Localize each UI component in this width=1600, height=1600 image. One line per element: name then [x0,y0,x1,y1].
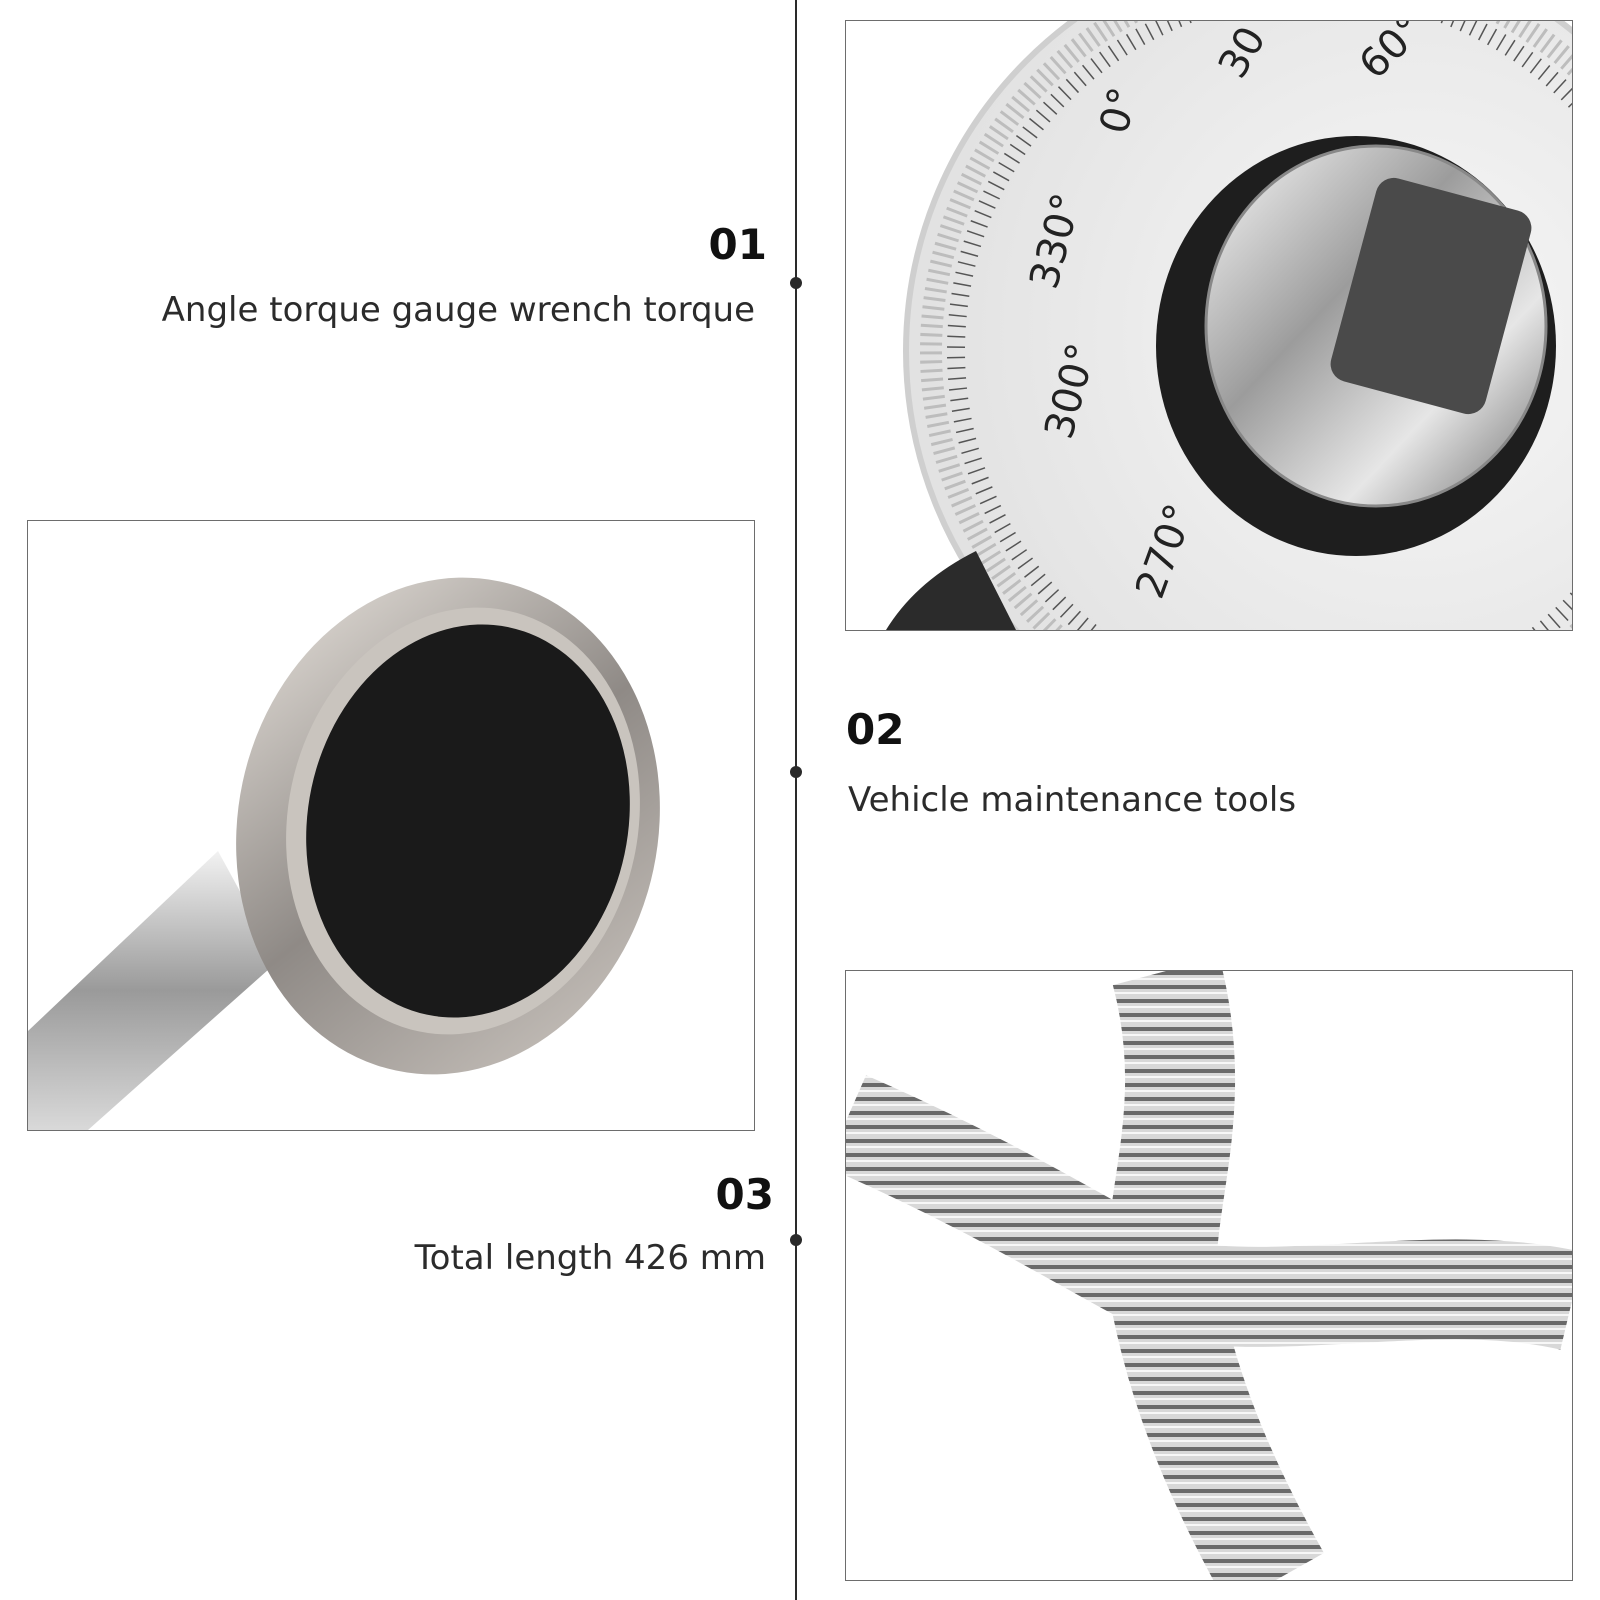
angle-gauge-dial-illustration: 0° 30 60° 330° 300° 270° [886,21,1572,630]
feature-number-01: 01 [708,220,767,269]
feature-number-03: 03 [715,1170,774,1219]
handle-shadow [886,551,1016,630]
timeline-line [795,0,797,1600]
feature-text-01: Angle torque gauge wrench torque [161,290,755,330]
feature-number-02: 02 [846,705,905,754]
magnet-shaft [28,851,278,1130]
magnetic-base-photo [27,520,755,1131]
timeline-dot-2 [790,766,802,778]
timeline-dot-3 [790,1234,802,1246]
square-drive-hole [1330,177,1532,415]
hose-vertical [1106,971,1324,1580]
flexible-hose-photo [845,970,1573,1581]
magnetic-base-illustration [28,577,660,1130]
feature-text-02: Vehicle maintenance tools [848,780,1297,820]
timeline-dot-1 [790,277,802,289]
flexible-hose-illustration [846,971,1572,1580]
feature-text-03: Total length 426 mm [414,1238,766,1278]
magnet-face [306,624,630,1018]
angle-gauge-dial-photo: 0° 30 60° 330° 300° 270° [845,20,1573,631]
